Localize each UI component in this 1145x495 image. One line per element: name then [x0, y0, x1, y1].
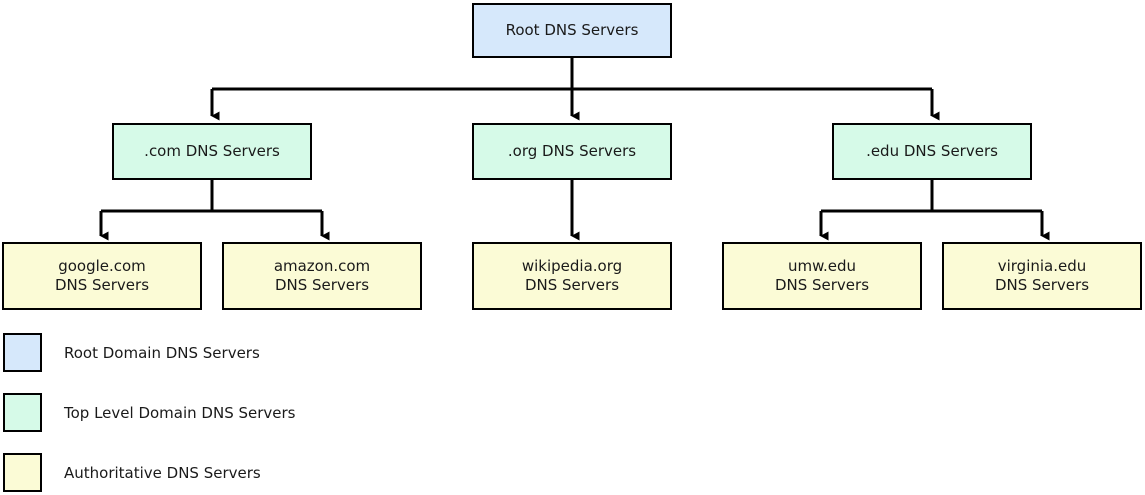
node-label: virginia.edu DNS Servers [994, 257, 1090, 294]
legend-label: Top Level Domain DNS Servers [64, 403, 296, 422]
node-label: Root DNS Servers [505, 21, 639, 39]
node-com-dns-servers[interactable]: .com DNS Servers [112, 123, 312, 180]
legend-swatch-authoritative [3, 453, 42, 492]
node-label: .com DNS Servers [144, 142, 280, 160]
node-label: .edu DNS Servers [866, 142, 998, 160]
node-virginia-edu-dns-servers[interactable]: virginia.edu DNS Servers [942, 242, 1142, 310]
node-label: umw.edu DNS Servers [774, 257, 870, 294]
node-org-dns-servers[interactable]: .org DNS Servers [472, 123, 672, 180]
legend-label: Root Domain DNS Servers [64, 343, 260, 362]
node-label: amazon.com DNS Servers [273, 257, 371, 294]
node-root-dns-servers[interactable]: Root DNS Servers [472, 3, 672, 58]
node-google-com-dns-servers[interactable]: google.com DNS Servers [2, 242, 202, 310]
legend-item-root-domain: Root Domain DNS Servers [3, 333, 260, 372]
node-label: google.com DNS Servers [54, 257, 150, 294]
legend-item-authoritative: Authoritative DNS Servers [3, 453, 261, 492]
node-edu-dns-servers[interactable]: .edu DNS Servers [832, 123, 1032, 180]
legend-swatch-top-level-domain [3, 393, 42, 432]
legend-label: Authoritative DNS Servers [64, 463, 261, 482]
node-label: .org DNS Servers [507, 142, 637, 160]
node-amazon-com-dns-servers[interactable]: amazon.com DNS Servers [222, 242, 422, 310]
node-wikipedia-org-dns-servers[interactable]: wikipedia.org DNS Servers [472, 242, 672, 310]
legend-item-top-level-domain: Top Level Domain DNS Servers [3, 393, 295, 432]
legend-swatch-root-domain [3, 333, 42, 372]
node-umw-edu-dns-servers[interactable]: umw.edu DNS Servers [722, 242, 922, 310]
node-label: wikipedia.org DNS Servers [521, 257, 623, 294]
